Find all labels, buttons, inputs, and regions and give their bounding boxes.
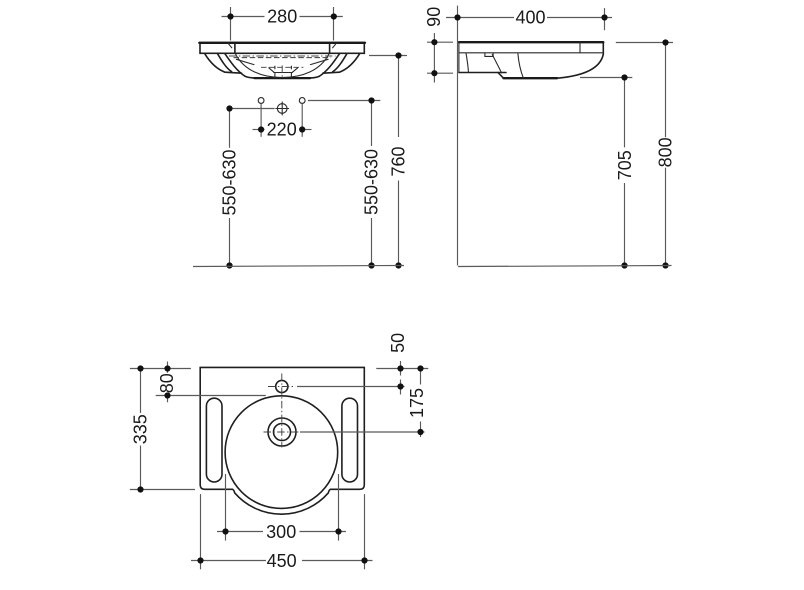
svg-text:300: 300 — [266, 522, 296, 542]
svg-text:550-630: 550-630 — [220, 149, 240, 215]
svg-text:800: 800 — [656, 137, 676, 167]
svg-text:550-630: 550-630 — [362, 149, 382, 215]
svg-text:760: 760 — [389, 146, 409, 176]
svg-text:50: 50 — [388, 333, 408, 353]
svg-text:450: 450 — [267, 551, 297, 571]
svg-text:400: 400 — [515, 8, 545, 28]
svg-text:335: 335 — [131, 414, 151, 444]
svg-text:220: 220 — [267, 120, 297, 140]
svg-text:80: 80 — [157, 373, 177, 393]
svg-text:705: 705 — [615, 150, 635, 180]
svg-text:90: 90 — [424, 7, 444, 27]
svg-text:280: 280 — [267, 6, 297, 26]
svg-text:175: 175 — [407, 388, 427, 418]
